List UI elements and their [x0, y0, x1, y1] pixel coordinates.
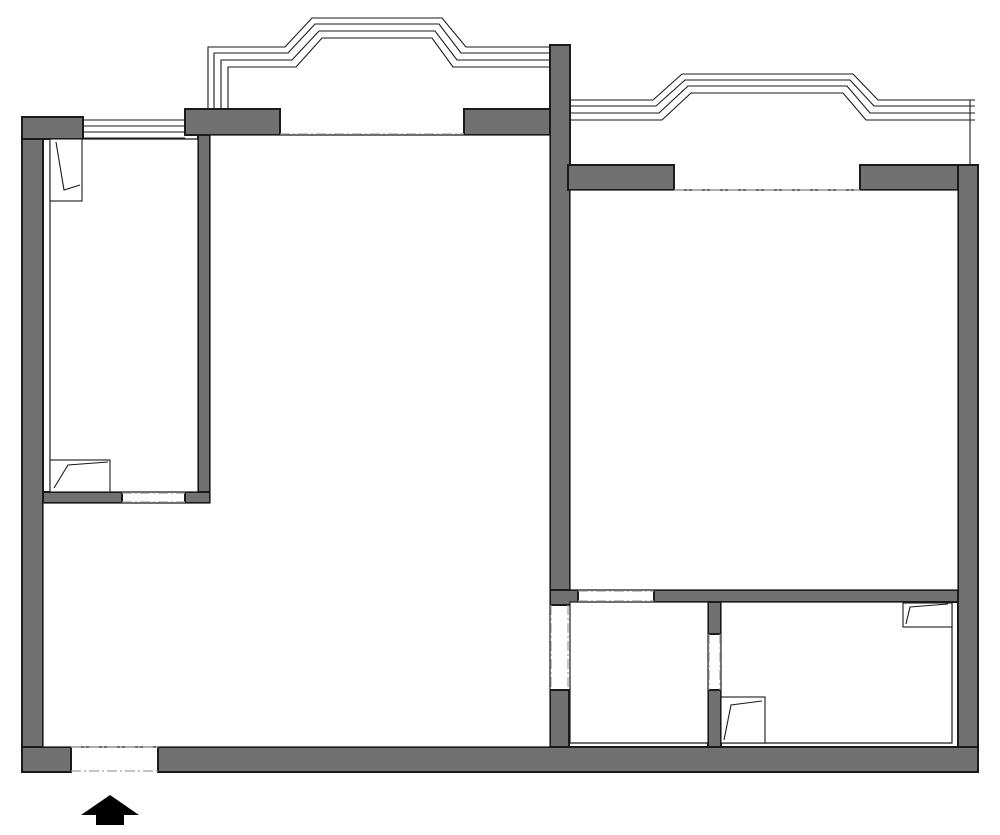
radiator-bath-bottom — [720, 696, 766, 744]
hall — [569, 601, 709, 744]
wall-bottom-main — [157, 746, 979, 773]
rooms — [42, 134, 959, 748]
arrow-up-icon — [81, 795, 139, 825]
wall-partition-left — [197, 134, 211, 504]
wall-outer-left — [21, 116, 44, 773]
radiator-corridor-bottom — [49, 459, 111, 493]
main-room — [42, 134, 551, 748]
radiator-corridor-top — [49, 138, 83, 202]
wall-corridor-bottom — [42, 491, 123, 504]
wall-bath-bottom — [707, 689, 722, 748]
wall-bottom-left — [21, 746, 72, 773]
wall-corridor-bottom-right — [184, 491, 211, 504]
balcony-right — [568, 73, 975, 165]
corridor-room — [49, 138, 199, 493]
wall-central-top — [549, 44, 571, 606]
fixtures — [49, 138, 953, 744]
wall-bath-top — [707, 601, 722, 635]
wall-top-left — [21, 116, 84, 140]
wall-top-main-left — [184, 108, 281, 136]
bedroom — [569, 189, 959, 591]
walls — [21, 44, 979, 773]
wall-outer-right — [957, 164, 979, 773]
wall-bedroom-bottom — [653, 589, 959, 603]
wall-bedroom-top-left — [567, 164, 675, 191]
window-left-top — [83, 119, 185, 139]
bathroom — [720, 601, 953, 744]
openings — [71, 133, 860, 772]
balcony-left — [207, 17, 555, 108]
radiator-bath-top — [902, 602, 953, 628]
